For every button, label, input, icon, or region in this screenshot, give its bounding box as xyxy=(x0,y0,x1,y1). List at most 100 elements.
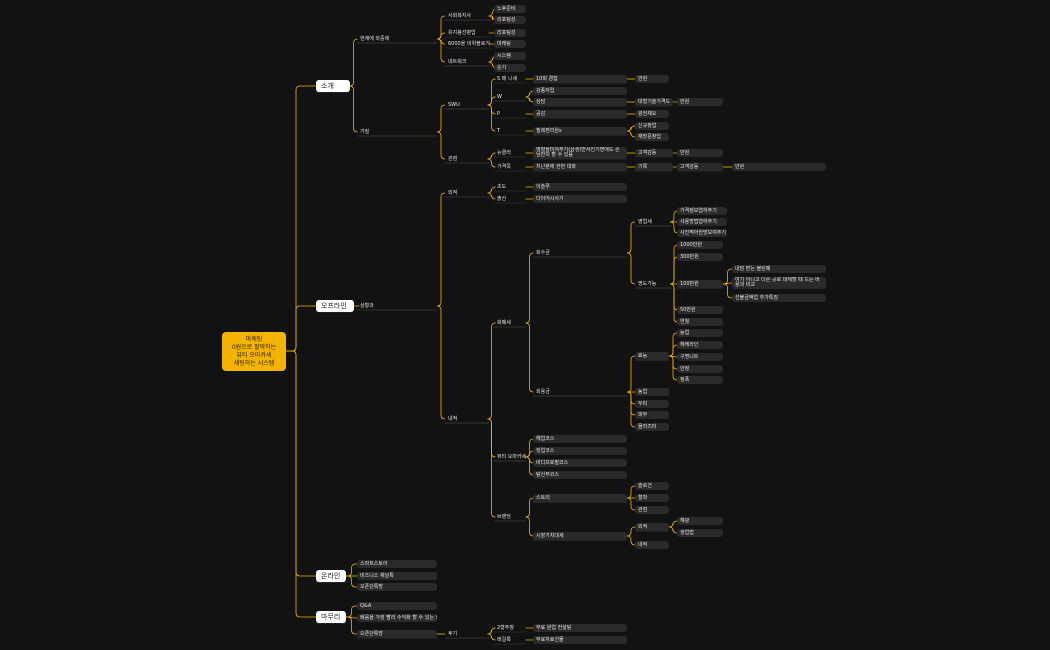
node-n2a2a1b3a[interactable]: 내담 받는 블린폐 xyxy=(732,265,826,273)
node-n2a2a2a3[interactable]: 구명니트 xyxy=(677,353,723,361)
node-n2a2a2a5[interactable]: 정폭 xyxy=(677,376,723,384)
node-n2a2a1b3b[interactable]: 여기 아니고 다른 곳로 대체할 때 드는 비용과 비교 xyxy=(732,277,826,289)
root-node[interactable]: 마케팅 0원으로 팔막하는 뷰티 오마카세 세팅하는 시스템 xyxy=(222,332,286,371)
node-n2a2c1a[interactable]: 슬로건 xyxy=(635,482,669,490)
node-n1a1[interactable]: 사회복지사 xyxy=(448,12,472,19)
node-n1a2[interactable]: 유지봉선병업 xyxy=(448,29,476,36)
node-n1b1b1[interactable]: 강종자립 xyxy=(533,87,627,95)
node-n1a3[interactable]: 6000을 비위블로거 xyxy=(448,40,490,47)
node-n2a1b[interactable]: 출산 xyxy=(497,195,507,202)
node-n2a2a2a4[interactable]: 안정 xyxy=(677,365,723,373)
node-n1a1b[interactable]: 리포팅성 xyxy=(494,16,526,24)
node-n2a2c2a2[interactable]: 생업법 xyxy=(677,529,723,537)
node-n1b2a[interactable]: 뉴클러 xyxy=(497,149,511,156)
node-n2a2a2c[interactable]: 두피 xyxy=(635,400,669,408)
node-n4a[interactable]: Q&A xyxy=(357,602,437,610)
node-n2a2b[interactable]: 뷰티 오마카세 xyxy=(497,453,526,460)
node-n2a2c[interactable]: 브랜딩 xyxy=(497,513,511,520)
node-n1a4a[interactable]: 시스템 xyxy=(494,52,526,60)
node-n2a2b4[interactable]: 탐산부코스 xyxy=(533,471,627,479)
node-n1b1d1[interactable]: 필레편리원s xyxy=(533,127,627,135)
node-n1b1a[interactable]: S 매 니세 xyxy=(497,75,518,82)
node-n1a4b[interactable]: 순기 xyxy=(494,64,526,72)
node-n4b[interactable]: 배움을 가장 빨리 수익화 할 수 있는 방법 xyxy=(357,614,437,622)
node-n2a2b1[interactable]: 헤업코스 xyxy=(533,435,627,443)
node-n2a2a1b2[interactable]: 300만원 xyxy=(677,253,723,261)
node-n2a2a1b3[interactable]: 100만원 xyxy=(677,280,723,288)
node-n1b2b[interactable]: 가격쪽 xyxy=(497,163,511,170)
node-n1b1b[interactable]: W xyxy=(497,93,502,100)
node-n1a[interactable]: 현재에 와중에 xyxy=(360,35,390,42)
node-n4c1[interactable]: 후기 xyxy=(448,630,458,637)
node-n2a1a[interactable]: 초도 xyxy=(497,183,507,190)
node-n1b1d[interactable]: T xyxy=(497,127,501,134)
node-n2a2[interactable]: 내적 xyxy=(448,415,458,422)
node-n1b1c1a[interactable]: 광전채요 xyxy=(635,110,669,118)
node-n3[interactable]: 온라인 xyxy=(316,570,346,582)
node-n1b1d1b[interactable]: 재방문창업 xyxy=(635,133,669,141)
node-n1b2b1b[interactable]: 고객감동 xyxy=(677,163,723,171)
node-n2a[interactable]: 상황과 xyxy=(360,302,374,309)
node-n4c1b1[interactable]: 무료자료선물 xyxy=(533,636,627,644)
node-n1b1b2a[interactable]: 대형기술가격도 xyxy=(635,98,673,106)
node-n1a3a[interactable]: 마케팅 xyxy=(494,40,526,48)
node-n3b[interactable]: 비즈니스 채널톡 xyxy=(357,572,437,580)
node-n2a2a1b5[interactable]: 연월 xyxy=(677,318,723,326)
node-n2a2a2a1[interactable]: 농업 xyxy=(677,329,723,337)
node-n2a1a1[interactable]: 이슬루 xyxy=(533,183,627,191)
node-n2a2c1b[interactable]: 철학 xyxy=(635,494,669,502)
node-n4c1b[interactable]: 래걸록 xyxy=(497,636,511,643)
node-n2a1b1[interactable]: 다이어시사기 xyxy=(533,195,627,203)
node-n1[interactable]: 소개 xyxy=(316,80,350,92)
node-n1a1a[interactable]: 노후준비 xyxy=(494,5,526,13)
node-n2[interactable]: 오프라인 xyxy=(316,300,354,312)
node-n1b2a1a[interactable]: 고객감동 xyxy=(635,149,673,157)
node-n1b1[interactable]: SWU xyxy=(448,101,460,108)
node-n2a2c1[interactable]: 스토리 xyxy=(533,494,627,502)
node-n1b2b1a[interactable]: 기록 xyxy=(635,163,673,171)
node-n1b1a1a[interactable]: 만원 xyxy=(635,75,669,83)
node-n2a2b2[interactable]: 컷업코스 xyxy=(533,447,627,455)
node-n2a2c2[interactable]: 시장가치대세 xyxy=(533,532,627,540)
node-n1b1b2[interactable]: 상담 xyxy=(533,98,627,106)
node-n1b2b1[interactable]: 지난분에 한번 대화 xyxy=(533,163,627,171)
node-n2a2a1a[interactable]: 영업세 xyxy=(638,218,652,225)
node-n2a2c2a[interactable]: 외적 xyxy=(635,523,669,531)
node-n2a2a1b[interactable]: 명도가능 xyxy=(638,280,657,287)
node-n2a2a1a3[interactable]: 사진찍어한방보여주기 xyxy=(677,229,727,237)
node-n1b1c1[interactable]: 공감 xyxy=(533,110,627,118)
node-n2a2a[interactable]: 화폐세 xyxy=(497,319,511,326)
node-n2a2c2a1[interactable]: 혜광 xyxy=(677,517,723,525)
node-n2a2c2b[interactable]: 내적 xyxy=(635,541,669,549)
node-n3a[interactable]: 스마트스토어 xyxy=(357,560,437,568)
node-n1b1c[interactable]: P xyxy=(497,110,501,117)
node-n2a2a1a2[interactable]: 사용방법엽하주기 xyxy=(677,218,727,226)
node-n3c[interactable]: 오픈단톡방 xyxy=(357,583,437,591)
node-n2a1[interactable]: 외적 xyxy=(448,189,458,196)
node-n1b1b2b[interactable]: 만원 xyxy=(677,98,723,106)
node-n1a2a[interactable]: 리포팅성 xyxy=(494,29,526,37)
node-n4c[interactable]: 오픈단톡방 xyxy=(357,630,437,638)
node-n2a2a1a1[interactable]: 가격정보엽하주기 xyxy=(677,207,727,215)
node-n2a2a1b3c[interactable]: 선불금액업 추가특징 xyxy=(732,294,826,302)
node-n4c1a[interactable]: 2형주창 xyxy=(497,624,514,631)
node-n1b1a1[interactable]: 10회 경험 xyxy=(533,75,627,83)
node-n2a2a2e[interactable]: 몰라즈마 xyxy=(635,423,669,431)
node-n2a2a2d[interactable]: 피부 xyxy=(635,411,669,419)
node-n1b2b1c[interactable]: 만원 xyxy=(732,163,826,171)
node-n2a2a1[interactable]: 회수금 xyxy=(536,249,550,256)
node-n2a2a2b[interactable]: 농업 xyxy=(635,388,669,396)
node-n2a2a2a[interactable]: 효능 xyxy=(635,352,669,360)
node-n1b2a1b[interactable]: 만원 xyxy=(677,149,723,157)
node-n1a4[interactable]: 네트워크 xyxy=(448,58,467,65)
node-n2a2c1c[interactable]: 관점 xyxy=(635,506,669,514)
node-n1b2[interactable]: 관점 xyxy=(448,155,458,162)
node-n4[interactable]: 마무리 xyxy=(316,611,346,623)
node-n2a2a2[interactable]: 회용금 xyxy=(536,388,550,395)
node-n2a2a1b1[interactable]: 1000만원 xyxy=(677,241,723,249)
node-n2a2b3[interactable]: 바디프로필코스 xyxy=(533,459,627,467)
node-n1b[interactable]: 가질 xyxy=(360,128,370,135)
node-n1b2a1[interactable]: 영향을미쳐주기(상생)면서인기면에도 손님만의 할 수 있음 xyxy=(533,147,627,159)
node-n2a2a2a2[interactable]: 헤케라인 xyxy=(677,341,723,349)
node-n1b1d1a[interactable]: 신규창업 xyxy=(635,122,669,130)
